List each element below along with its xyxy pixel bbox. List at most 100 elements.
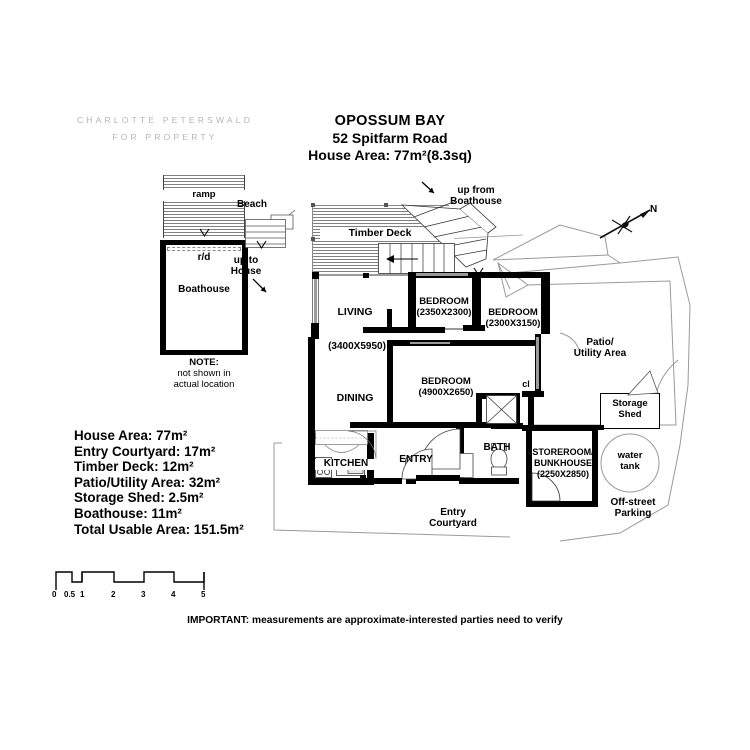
north-arrow: N: [596, 198, 676, 250]
storeroom-door-swing: [531, 472, 561, 502]
entry-courtyard-label-1: Entry: [440, 507, 466, 518]
compass-icon: [599, 209, 651, 239]
shower-fixture: [486, 395, 517, 424]
area-item: House Area: 77m²: [74, 428, 188, 443]
timber-deck-label: Timber Deck: [320, 227, 440, 240]
wall-bath-bottom-b: [491, 423, 523, 429]
living-label: LIVING: [337, 306, 373, 318]
wall-bed-sep: [387, 309, 392, 329]
main-floor-plan: Timber Deck up from Boathouse: [260, 181, 740, 555]
boathouse-wall-top: [160, 240, 248, 245]
wall-storeroom-top: [522, 425, 598, 431]
wall-entry-pin: [360, 475, 366, 481]
up-from-boathouse-line2: Boathouse: [450, 196, 502, 207]
scale-tick: 4: [171, 590, 176, 599]
wall-bed2-right: [541, 272, 550, 334]
area-item: Storage Shed: 2.5m²: [74, 490, 204, 506]
water-tank-label-2: tank: [620, 461, 640, 472]
wall-bath-right: [514, 393, 520, 429]
wall-kitchen-bottom: [308, 478, 374, 485]
wall-entry-lower: [416, 475, 460, 481]
wall-bed3-bottom: [350, 422, 493, 428]
living-window: [314, 279, 317, 323]
note-title: NOTE:: [189, 357, 219, 368]
toilet-fixture: [490, 443, 508, 476]
up-to-house-arrow: [252, 278, 267, 293]
deck-post: [384, 203, 388, 207]
parking-label-2: Parking: [614, 508, 652, 519]
wall-entry-bottom-b: [406, 478, 416, 484]
entry-courtyard-label-2: Courtyard: [429, 518, 477, 529]
note-line-1: not shown in: [177, 368, 231, 379]
areas-list: House Area: 77m² Entry Courtyard: 17m² T…: [74, 428, 244, 537]
wall-bed3-left: [387, 340, 393, 422]
wall-bed1-right: [472, 272, 481, 330]
water-tank-label-1: water: [617, 450, 643, 461]
title-suburb: OPOSSUM BAY: [334, 113, 446, 129]
bed1-window: [416, 273, 468, 276]
wall-storeroom-left: [526, 425, 532, 507]
disclaimer-footer: IMPORTANT: measurements are approximate-…: [187, 615, 563, 626]
title-address: 52 Spitfarm Road: [332, 130, 448, 146]
fan-stair: [400, 200, 497, 268]
wall-node: [312, 272, 319, 279]
scale-tick: 0.5: [64, 590, 76, 599]
area-item: Entry Courtyard: 17m²: [74, 443, 216, 459]
area-item: Patio/Utility Area: 32m²: [74, 474, 221, 490]
area-item: Timber Deck: 12m²: [74, 459, 194, 475]
bedroom1-label: BEDROOM: [419, 296, 469, 307]
bedroom3-dim: (4900X2650): [418, 387, 474, 398]
patio-glazing: [536, 337, 539, 389]
storeroom-label-1: STOREROOM/: [532, 447, 594, 457]
scale-tick: 1: [80, 590, 85, 599]
scale-bar-graphic: [55, 571, 205, 590]
note-line-2: actual location: [173, 379, 235, 390]
scale-bar: 0 0.5 1 2 3 4 5: [52, 560, 232, 599]
deck-post: [311, 237, 315, 241]
area-item: Total Usable Area: 151.5m²: [74, 521, 244, 537]
wall-node: [363, 273, 369, 278]
wall-bed1-left: [408, 272, 416, 330]
beach-steps: [245, 209, 296, 248]
living-window-edge2: [318, 279, 319, 323]
wall-bed1-bottom: [363, 327, 445, 333]
scale-tick: 3: [141, 590, 146, 599]
ramp-edge-right: [244, 175, 245, 238]
rd-label: r/d: [197, 252, 211, 263]
closet-label: cl: [522, 379, 530, 389]
wall-bed2-bottom-a: [463, 325, 485, 331]
kitchen-bench: [315, 430, 368, 453]
bath-door-swing: [401, 448, 433, 480]
kitchen-label: KITCHEN: [315, 458, 377, 470]
bath-label: BATH: [483, 442, 511, 453]
storage-shed-box: [600, 393, 660, 429]
ramp-direction-arrow: [199, 228, 210, 238]
bedroom2-label: BEDROOM: [488, 307, 538, 318]
entry-label: ENTRY: [399, 454, 433, 465]
wall-bed3-top-b: [491, 340, 541, 346]
straight-stair: [378, 234, 524, 274]
wall-bath-bottom: [459, 478, 519, 484]
storage-shed-door-swing: [627, 370, 659, 396]
boathouse-label: Boathouse: [178, 284, 230, 295]
parking-label-1: Off-street: [610, 497, 656, 508]
window-glazing: [319, 274, 363, 276]
door-gap: [445, 328, 463, 330]
wall-top-bed2: [481, 272, 541, 278]
ramp-label: ramp: [163, 189, 245, 201]
wall-storeroom-bottom: [526, 501, 598, 507]
site-boundary: [273, 224, 691, 542]
wall-storeroom-right: [592, 425, 598, 507]
dining-label: DINING: [336, 392, 374, 404]
scale-tick: 0: [52, 590, 57, 599]
living-dim-label: (3400X5950): [328, 341, 386, 352]
ramp-hatch: [163, 175, 245, 238]
scale-tick: 5: [201, 590, 206, 599]
window-glazing: [369, 274, 409, 276]
boathouse-inset: ramp r/d Boathouse Beach up to House NOT…: [0, 0, 300, 420]
bed3-door-gap: [410, 342, 450, 344]
water-tank-circle: [600, 433, 660, 493]
wall-entry-bottom-a: [374, 478, 402, 484]
wall-cl: [522, 391, 544, 397]
bedroom2-dim: (2300X3150): [485, 318, 541, 329]
